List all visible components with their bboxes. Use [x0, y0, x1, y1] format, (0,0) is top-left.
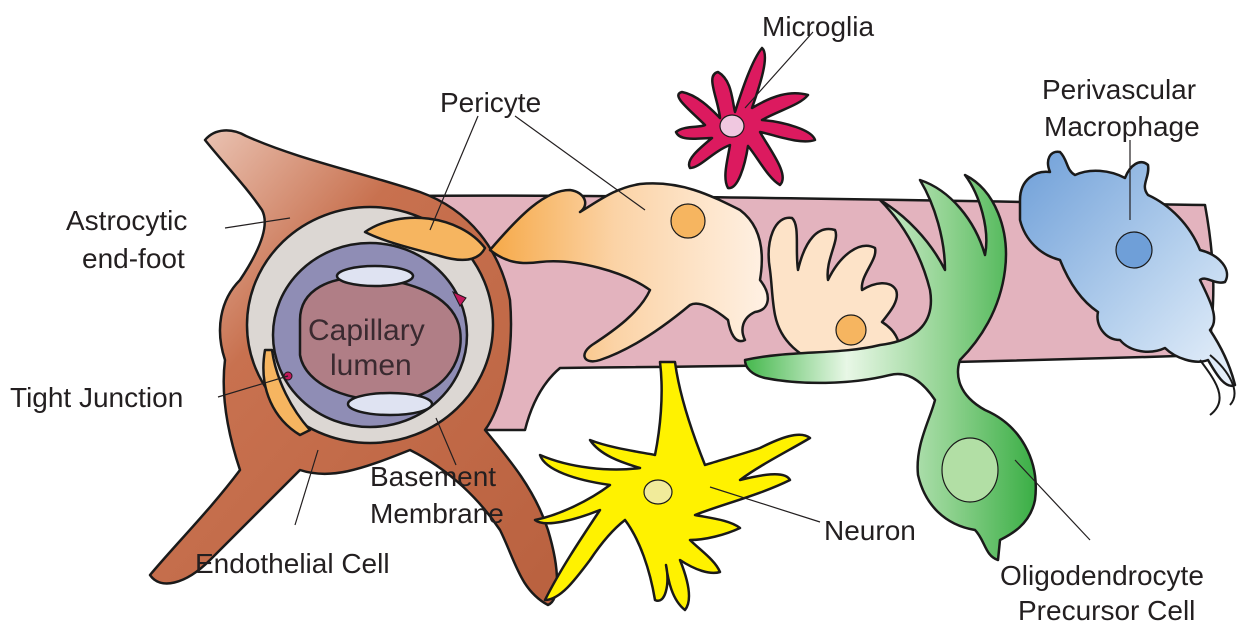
label-astrocytic-line1: Astrocytic [66, 205, 187, 236]
label-basement-line2: Membrane [370, 498, 504, 529]
label-tight-junction: Tight Junction [10, 382, 183, 413]
label-astrocytic-line2: end-foot [82, 243, 185, 274]
label-capillary-line1: Capillary [308, 314, 425, 347]
pericyte-nucleus-2 [836, 315, 866, 345]
label-microglia: Microglia [762, 11, 874, 42]
microglia-nucleus [720, 115, 744, 137]
label-perivascular-line1: Perivascular [1042, 74, 1196, 105]
oligodendrocyte-nucleus [942, 438, 998, 502]
label-basement-line1: Basement [370, 461, 496, 492]
endothelial-nucleus-bottom [348, 393, 432, 415]
label-oligo-line2: Precursor Cell [1018, 595, 1195, 626]
neuron-nucleus [644, 480, 672, 504]
label-pericyte: Pericyte [440, 87, 541, 118]
macrophage-nucleus [1116, 232, 1152, 268]
microglia-cell [676, 48, 815, 188]
label-endothelial: Endothelial Cell [195, 548, 390, 579]
label-perivascular-line2: Macrophage [1044, 111, 1200, 142]
endothelial-nucleus-top [337, 266, 413, 286]
neuron-cell [535, 362, 810, 610]
label-neuron: Neuron [824, 515, 916, 546]
pericyte-nucleus [671, 204, 705, 238]
label-capillary-line2: lumen [330, 349, 412, 382]
label-oligo-line1: Oligodendrocyte [1000, 560, 1204, 591]
